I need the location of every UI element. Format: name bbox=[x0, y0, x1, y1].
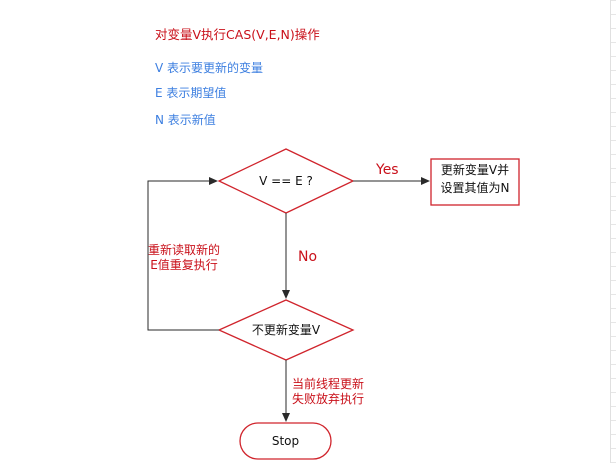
decision-compare-label: V == E ? bbox=[259, 174, 313, 188]
edge-label-fail-line-1: 当前线程更新 bbox=[292, 377, 365, 391]
edge-label-retry: 重新读取新的 E值重复执行 bbox=[148, 243, 220, 273]
legend-v: V 表示要更新的变量 bbox=[155, 61, 264, 75]
terminal-stop-shape bbox=[239, 422, 332, 460]
edge-label-fail-line-2: 失败放弃执行 bbox=[292, 392, 365, 406]
canvas-edge-grid bbox=[610, 0, 616, 463]
edge-label-yes: Yes bbox=[376, 162, 399, 178]
process-update-label: 更新变量V并 设置其值为N bbox=[431, 161, 519, 197]
process-update-shape bbox=[430, 158, 520, 206]
decision-no-update-label: 不更新变量V bbox=[251, 323, 321, 337]
terminal-stop-label: Stop bbox=[271, 434, 300, 448]
legend-e: E 表示期望值 bbox=[155, 86, 227, 100]
edge-label-retry-line-2: E值重复执行 bbox=[150, 258, 218, 272]
edge-label-fail: 当前线程更新 失败放弃执行 bbox=[292, 377, 364, 407]
edge-label-no: No bbox=[298, 249, 318, 265]
diagram-title: 对变量V执行CAS(V,E,N)操作 bbox=[155, 27, 320, 42]
edge-label-retry-line-1: 重新读取新的 bbox=[148, 243, 221, 257]
process-update-line-1: 更新变量V并 bbox=[440, 163, 510, 177]
process-update-line-2: 设置其值为N bbox=[440, 181, 510, 195]
connector-retry-loop bbox=[147, 177, 219, 331]
legend-n: N 表示新值 bbox=[155, 113, 216, 127]
